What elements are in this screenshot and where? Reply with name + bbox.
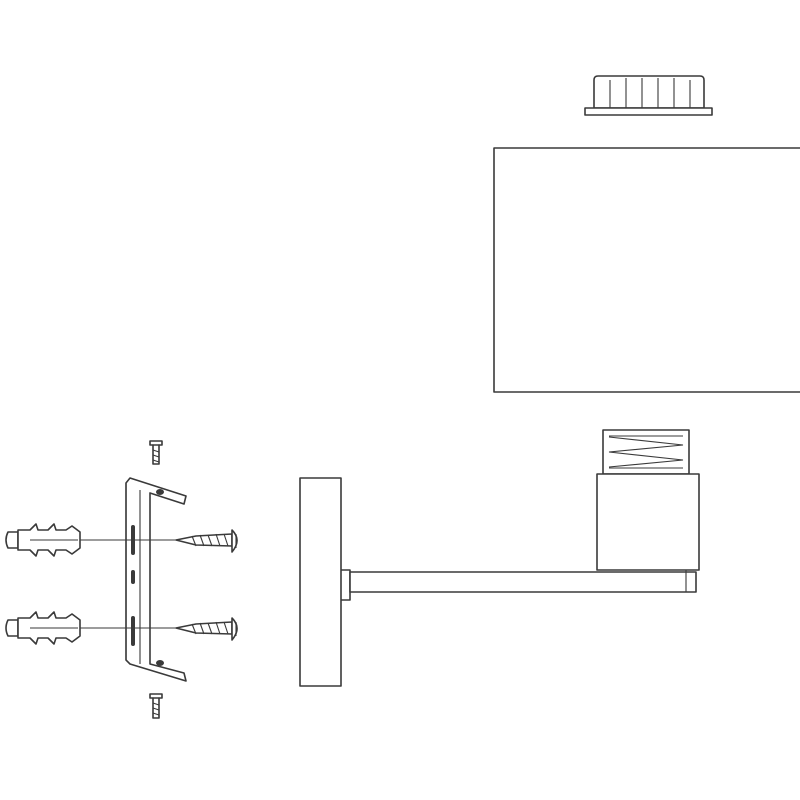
cap-nut bbox=[584, 75, 713, 116]
wood-screw-upper bbox=[175, 529, 238, 553]
wall-base bbox=[299, 477, 342, 687]
lamp-socket bbox=[596, 429, 700, 571]
arm bbox=[339, 569, 697, 601]
shade bbox=[493, 147, 800, 393]
wall-plug-upper bbox=[5, 523, 81, 557]
set-screw-top bbox=[149, 440, 163, 465]
wall-plug-lower bbox=[5, 611, 81, 645]
mounting-bracket bbox=[125, 477, 187, 682]
set-screw-bottom bbox=[149, 693, 163, 719]
wood-screw-lower bbox=[175, 617, 238, 641]
